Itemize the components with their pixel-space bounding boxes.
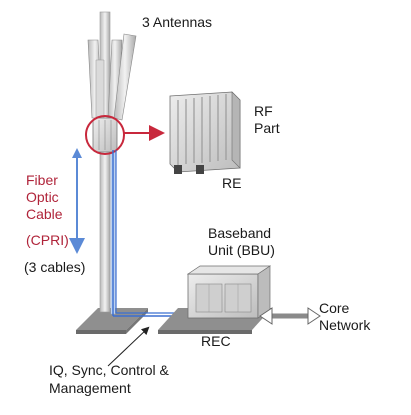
three-cables-label: (3 cables) <box>24 259 86 275</box>
antennas-label: 3 Antennas <box>142 14 213 30</box>
rf-part-label-line2: Part <box>254 120 280 136</box>
bbu-unit <box>186 265 272 319</box>
rf-part-label-line1: RF <box>254 103 273 119</box>
core-network-label-line1: Core <box>319 300 350 316</box>
bbu-label-line1: Baseband <box>208 225 272 241</box>
fiber-cable <box>112 150 196 317</box>
iq-label-line1: IQ, Sync, Control & <box>49 362 169 378</box>
antenna-group <box>87 33 137 123</box>
re-label: RE <box>222 175 242 191</box>
cpri-label: (CPRI) <box>26 232 69 248</box>
iq-pointer-arrow <box>107 326 150 367</box>
fiber-label-line3: Cable <box>26 206 63 222</box>
iq-label-line2: Management <box>49 380 131 396</box>
re-unit <box>169 91 241 174</box>
core-network-label-line2: Network <box>319 317 371 333</box>
fiber-label-line1: Fiber <box>26 172 58 188</box>
highlight-circle <box>85 115 125 155</box>
re-cluster <box>92 117 118 153</box>
rec-label: REC <box>201 333 231 349</box>
core-network-link <box>259 307 321 325</box>
fiber-label-line2: Optic <box>26 189 59 205</box>
bbu-label-line2: Unit (BBU) <box>208 242 275 258</box>
